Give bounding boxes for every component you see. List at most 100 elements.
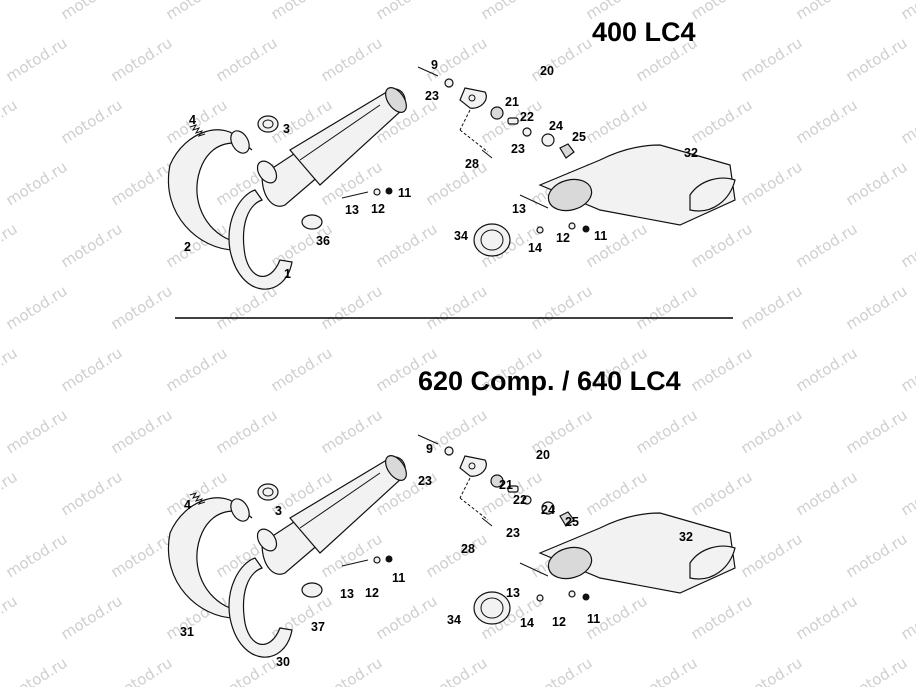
section-title-400: 400 LC4: [592, 17, 696, 47]
watermark-text: motod.ru: [633, 654, 701, 687]
part-label: 14: [520, 616, 534, 630]
part-label: 12: [365, 586, 379, 600]
watermark-text: motod.ru: [898, 468, 916, 520]
watermark-text: motod.ru: [633, 282, 701, 334]
watermark-text: motod.ru: [898, 96, 916, 148]
watermark-text: motod.ru: [3, 34, 71, 86]
part-label: 12: [371, 202, 385, 216]
part-label: 9: [431, 58, 438, 72]
watermark-text: motod.ru: [268, 0, 336, 23]
watermark-text: motod.ru: [3, 406, 71, 458]
watermark-text: motod.ru: [738, 34, 806, 86]
watermark-text: motod.ru: [163, 0, 231, 23]
watermark-text: motod.ru: [108, 530, 176, 582]
watermark-text: motod.ru: [423, 654, 491, 687]
part-label: 34: [447, 613, 461, 627]
watermark-text: motod.ru: [108, 406, 176, 458]
part-label: 30: [276, 655, 290, 669]
watermark-text: motod.ru: [528, 34, 596, 86]
watermark-text: motod.ru: [0, 592, 20, 644]
part-label: 3: [283, 122, 290, 136]
watermark-text: motod.ru: [3, 282, 71, 334]
watermark-text: motod.ru: [58, 344, 126, 396]
watermark-text: motod.ru: [843, 282, 911, 334]
watermark-text: motod.ru: [793, 220, 861, 272]
part-label: 21: [505, 95, 519, 109]
watermark-text: motod.ru: [583, 96, 651, 148]
part-label: 23: [425, 89, 439, 103]
part-label: 25: [565, 515, 579, 529]
part-label: 21: [499, 478, 513, 492]
watermark-text: motod.ru: [688, 96, 756, 148]
watermark-text: motod.ru: [373, 592, 441, 644]
part-label: 28: [461, 542, 475, 556]
part-label: 28: [465, 157, 479, 171]
part-label: 2: [184, 240, 191, 254]
watermark-text: motod.ru: [213, 282, 281, 334]
part-label: 36: [316, 234, 330, 248]
watermark-text: motod.ru: [0, 344, 20, 396]
section-400-labels: 1 2 3 4 9 11 11 12 12 13 13 14 20 21 22 …: [184, 58, 698, 281]
watermark-text: motod.ru: [738, 406, 806, 458]
watermark-text: motod.ru: [318, 34, 386, 86]
part-label: 31: [180, 625, 194, 639]
part-label: 4: [189, 113, 196, 127]
watermark-text: motod.ru: [793, 344, 861, 396]
part-label: 23: [506, 526, 520, 540]
watermark-text: motod.ru: [898, 0, 916, 23]
part-label: 13: [340, 587, 354, 601]
watermark-text: motod.ru: [318, 406, 386, 458]
watermark-text: motod.ru: [898, 592, 916, 644]
watermark-text: motod.ru: [793, 592, 861, 644]
part-label: 13: [345, 203, 359, 217]
watermark-text: motod.ru: [583, 468, 651, 520]
part-label: 14: [528, 241, 542, 255]
watermark-text: motod.ru: [3, 530, 71, 582]
watermark-text: motod.ru: [373, 0, 441, 23]
watermark-text: motod.ru: [318, 282, 386, 334]
watermark-text: motod.ru: [373, 220, 441, 272]
section-620-640-labels: 30 31 3 4 9 11 11 12 12 13 13 14 20 21 2…: [180, 442, 693, 669]
watermark-text: motod.ru: [478, 0, 546, 23]
part-label: 32: [684, 146, 698, 160]
part-label: 25: [572, 130, 586, 144]
watermark-text: motod.ru: [898, 344, 916, 396]
watermark-text: motod.ru: [843, 34, 911, 86]
watermark-text: motod.ru: [268, 344, 336, 396]
watermark-text: motod.ru: [58, 96, 126, 148]
watermark-text: motod.ru: [0, 0, 20, 23]
watermark-text: motod.ru: [738, 654, 806, 687]
watermark-text: motod.ru: [843, 158, 911, 210]
part-label: 24: [549, 119, 563, 133]
watermark-text: motod.ru: [213, 406, 281, 458]
part-label: 13: [512, 202, 526, 216]
part-label: 22: [513, 493, 527, 507]
part-label: 3: [275, 504, 282, 518]
part-label: 20: [540, 64, 554, 78]
part-label: 11: [398, 186, 411, 200]
watermark-text: motod.ru: [58, 220, 126, 272]
watermark-text: motod.ru: [3, 158, 71, 210]
watermark-text: motod.ru: [688, 592, 756, 644]
part-label: 11: [587, 612, 600, 626]
watermark-text: motod.ru: [688, 468, 756, 520]
watermark-text: motod.ru: [528, 654, 596, 687]
watermark-text: motod.ru: [688, 220, 756, 272]
watermark-text: motod.ru: [3, 654, 71, 687]
watermark-text: motod.ru: [423, 282, 491, 334]
part-label: 23: [418, 474, 432, 488]
part-label: 20: [536, 448, 550, 462]
watermark-text: motod.ru: [0, 96, 20, 148]
part-label: 11: [594, 229, 607, 243]
watermark-text: motod.ru: [213, 654, 281, 687]
watermark-text: motod.ru: [793, 0, 861, 23]
watermark-text: motod.ru: [793, 96, 861, 148]
watermark-text: motod.ru: [108, 158, 176, 210]
watermark-text: motod.ru: [843, 654, 911, 687]
watermark-text: motod.ru: [423, 530, 491, 582]
watermark-text: motod.ru: [478, 468, 546, 520]
section-title-620-640: 620 Comp. / 640 LC4: [418, 366, 681, 396]
watermark-text: motod.ru: [843, 530, 911, 582]
